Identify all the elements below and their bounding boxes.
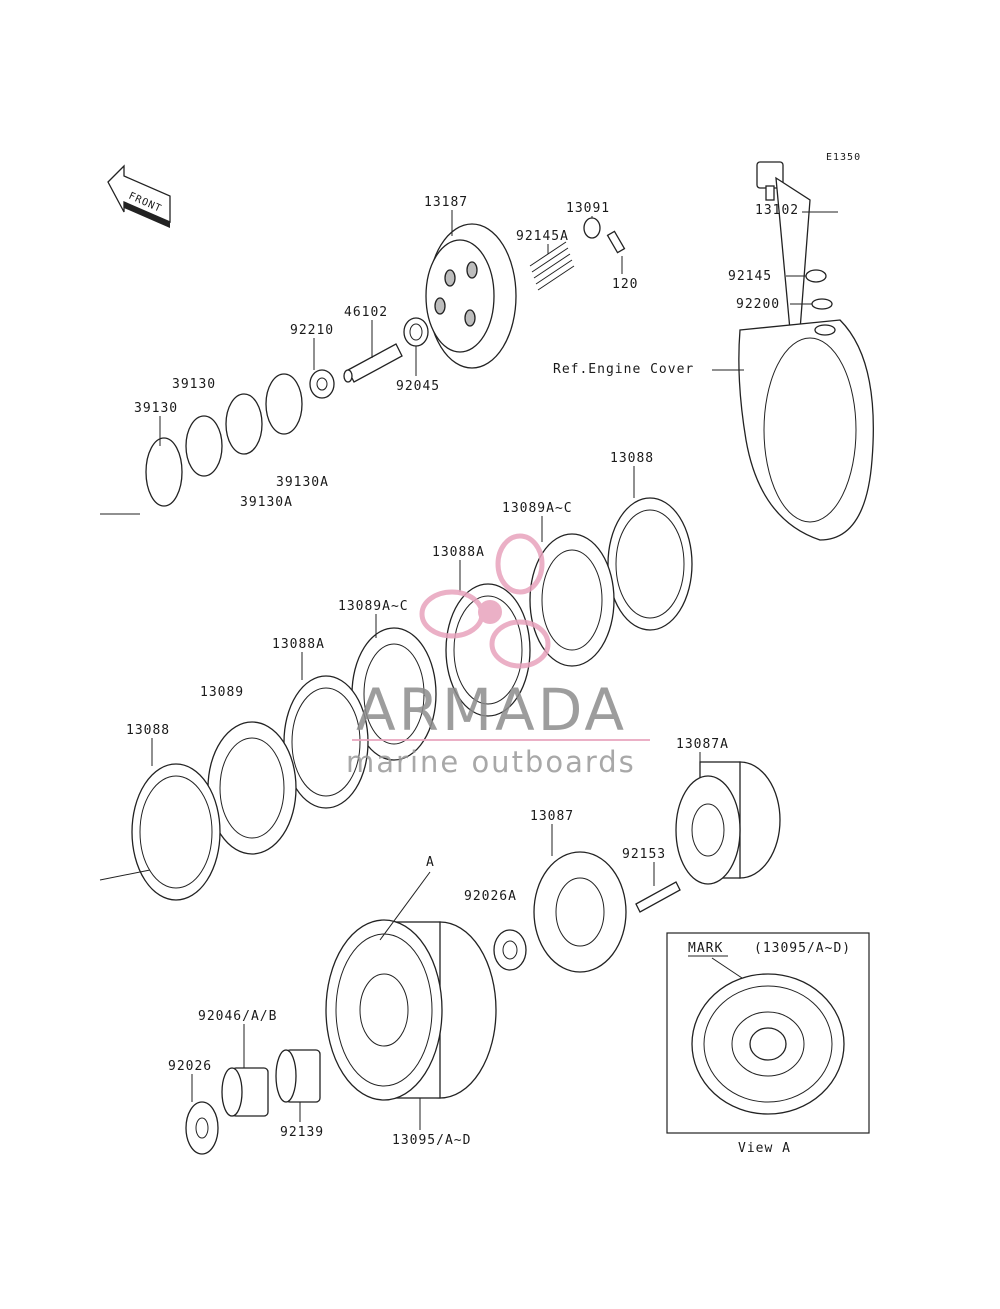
view-a-inset: [666, 932, 870, 1134]
part-label-13095: 13095/A~D: [392, 1133, 471, 1148]
spring-92145a: [529, 241, 575, 291]
part-label-92210: 92210: [290, 323, 334, 338]
clutch-housing-13095: [325, 919, 497, 1101]
clip-92145: [805, 269, 827, 283]
part-label-13089a-c-mid: 13089A~C: [338, 599, 409, 614]
bearing-92045: [403, 317, 429, 347]
part-label-39130a-b: 39130A: [240, 495, 293, 510]
part-label-13102: 13102: [755, 203, 799, 218]
washer-92026a: [493, 929, 527, 971]
part-label-46102: 46102: [344, 305, 388, 320]
part-label-13088a-top: 13088A: [432, 545, 485, 560]
part-label-13088-top: 13088: [610, 451, 654, 466]
part-label-120: 120: [612, 277, 638, 292]
part-label-92145a: 92145A: [516, 229, 569, 244]
sleeve-92139: [275, 1049, 321, 1103]
part-label-13089: 13089: [200, 685, 244, 700]
steel-plate-13089: [207, 721, 297, 855]
engine-cover: [738, 319, 874, 541]
part-label-92153: 92153: [622, 847, 666, 862]
washer-92026: [185, 1101, 219, 1155]
steel-plate-13089a-c-top: [529, 533, 615, 667]
part-label-13187: 13187: [424, 195, 468, 210]
mark-ref-label: (13095/A~D): [754, 941, 851, 956]
mark-label: MARK: [688, 941, 723, 956]
part-label-13088a-mid: 13088A: [272, 637, 325, 652]
pushrod-46102: [343, 343, 403, 383]
diagram-code: E1350: [826, 152, 861, 163]
part-label-39130-a: 39130: [172, 377, 216, 392]
part-label-92139: 92139: [280, 1125, 324, 1140]
watermark-subtitle: marine outboards: [346, 745, 636, 779]
propeller-logo-icon: [419, 533, 551, 669]
part-label-92026a: 92026A: [464, 889, 517, 904]
friction-plate-13088-top: [607, 497, 693, 631]
part-label-92026: 92026: [168, 1059, 212, 1074]
view-a-label: View A: [738, 1141, 791, 1156]
watermark: ARMADA marine outboards: [346, 533, 650, 779]
nut-92210: [309, 369, 335, 399]
part-label-13089a-c-top: 13089A~C: [502, 501, 573, 516]
part-label-92046: 92046/A/B: [198, 1009, 277, 1024]
part-label-39130-b: 39130: [134, 401, 178, 416]
friction-plate-13088a-top: [445, 583, 531, 717]
bolt-120: [606, 230, 626, 254]
callout-a: A: [426, 855, 435, 870]
friction-plate-13088-bottom: [131, 763, 221, 901]
part-label-92145: 92145: [728, 269, 772, 284]
part-label-13087a: 13087A: [676, 737, 729, 752]
part-label-13091: 13091: [566, 201, 610, 216]
nut-13091: [583, 217, 601, 239]
part-label-92045: 92045: [396, 379, 440, 394]
operating-plate-13087: [533, 851, 627, 973]
part-label-39130a-a: 39130A: [276, 475, 329, 490]
ref-engine-cover-label: Ref.Engine Cover: [553, 362, 694, 377]
clutch-hub-13087a: [675, 761, 781, 885]
front-arrow-icon: FRONT: [107, 164, 171, 228]
watermark-title: ARMADA: [356, 676, 627, 744]
part-label-92200: 92200: [736, 297, 780, 312]
washer-92200: [811, 298, 833, 310]
pressure-plate-13187: [425, 223, 517, 369]
part-label-13088-bottom: 13088: [126, 723, 170, 738]
part-label-13087: 13087: [530, 809, 574, 824]
bolt-92153: [635, 881, 681, 913]
needle-bearing-92046: [221, 1067, 269, 1117]
spring-plates-39130: [145, 373, 303, 507]
